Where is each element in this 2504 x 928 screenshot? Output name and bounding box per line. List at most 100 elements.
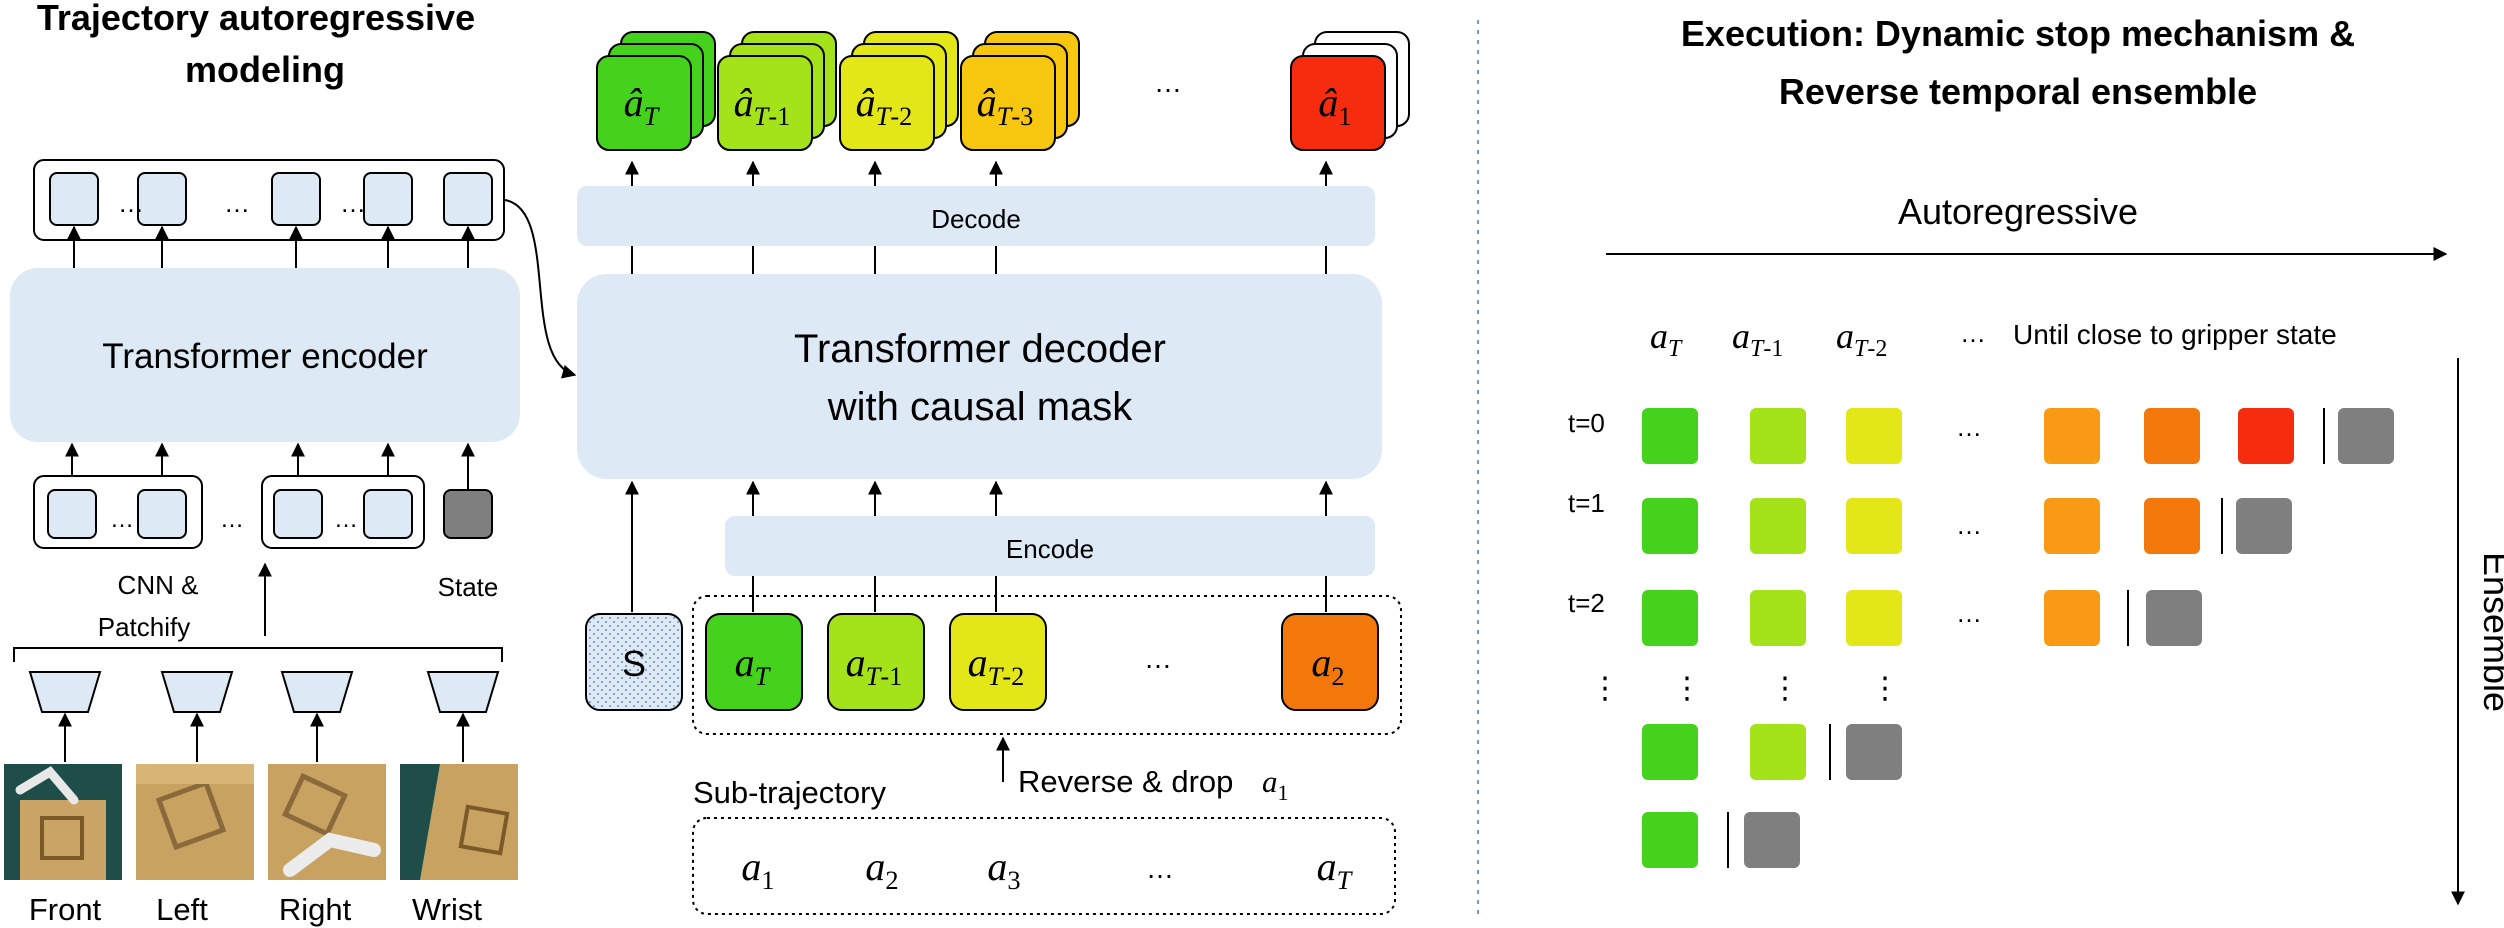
cnn-trapezoid [426, 671, 500, 713]
predicted-token [839, 55, 935, 151]
autoregressive-label: Autoregressive [1898, 191, 2138, 232]
input-token-label: a2 [1311, 640, 1344, 691]
predicted-token [960, 55, 1056, 151]
ensemble-cell [2044, 498, 2100, 554]
decode-label: Decode [931, 204, 1021, 234]
until-label: Until close to gripper state [2013, 319, 2337, 350]
sub-trajectory-token: aT [1317, 844, 1354, 895]
ellipsis: … [1146, 853, 1174, 884]
ensemble-cell [1642, 812, 1698, 868]
left-title-line2: modeling [185, 49, 345, 90]
header-token: aT-1 [1732, 316, 1783, 362]
ellipsis: … [1960, 318, 1986, 348]
ensemble-cell [1750, 724, 1806, 780]
predicted-token-label: âT-2 [856, 80, 913, 131]
sub-trajectory-box [692, 817, 1396, 915]
transformer-encoder [10, 268, 520, 442]
gripper-state-cell [1744, 812, 1800, 868]
input-token-label: aT-1 [846, 640, 903, 691]
output-token [137, 172, 187, 226]
camera-image-wrist [400, 764, 518, 880]
patch-token [273, 489, 323, 539]
encoder-label: Transformer encoder [102, 337, 428, 376]
ensemble-cell [2044, 590, 2100, 646]
start-token [585, 613, 683, 711]
ensemble-cell [2144, 408, 2200, 464]
gripper-state-cell [2236, 498, 2292, 554]
ensemble-cell [2144, 498, 2200, 554]
ellipsis: … [1956, 510, 1982, 540]
ellipsis: … [1154, 67, 1182, 98]
gripper-state-cell [2146, 590, 2202, 646]
ensemble-cell [1750, 590, 1806, 646]
decode-output-arrows [625, 160, 1333, 186]
cnn-label-line2: Patchify [98, 612, 191, 642]
ensemble-cell [1642, 408, 1698, 464]
vdots: ⋮ [1770, 672, 1800, 705]
decoder-label-line2: with causal mask [827, 385, 1134, 429]
right-title-line1: Execution: Dynamic stop mechanism & [1681, 13, 2355, 54]
input-to-encode-lines [752, 576, 1327, 612]
predicted-token [1290, 55, 1386, 151]
ellipsis: … [118, 188, 144, 218]
start-token-label: S [622, 643, 646, 684]
input-token [949, 613, 1047, 711]
ellipsis: … [1144, 643, 1172, 674]
ellipsis: … [334, 506, 358, 533]
input-token-label: aT [735, 640, 772, 691]
sub-trajectory-label: Sub-trajectory [693, 775, 886, 810]
predicted-token [596, 55, 692, 151]
output-token [363, 172, 413, 226]
encode-to-decoder-arrows [625, 480, 1333, 612]
row-label-t2: t=2 [1568, 588, 1605, 618]
patch-token [363, 489, 413, 539]
right-title-line2: Reverse temporal ensemble [1779, 71, 2257, 112]
left-panel: Trajectory autoregressive modeling … … …… [4, 0, 577, 927]
cnn-trapezoid [280, 671, 354, 713]
decode-head [577, 186, 1375, 246]
ensemble-cell [1846, 408, 1902, 464]
ellipsis: … [1956, 412, 1982, 442]
encode-head [725, 516, 1375, 576]
left-title-line1: Trajectory autoregressive [37, 0, 475, 38]
cnn-trapezoid [28, 671, 102, 713]
ensemble-cell [2044, 408, 2100, 464]
patch-token [47, 489, 97, 539]
ensemble-grid [1642, 408, 2394, 868]
ensemble-label: Ensemble [2476, 552, 2504, 712]
input-token [1281, 613, 1379, 711]
predicted-token-label: â1 [1318, 80, 1351, 131]
ensemble-cell [1642, 590, 1698, 646]
vdots: ⋮ [1870, 672, 1900, 705]
image-to-cnn-arrows [58, 712, 470, 762]
view-label-right: Right [279, 892, 352, 927]
header-token: aT [1650, 316, 1683, 362]
ensemble-cell [1750, 408, 1806, 464]
views-bracket [13, 647, 503, 662]
input-sequence-box [692, 595, 1402, 735]
reverse-drop-token: a1 [1262, 764, 1289, 805]
ellipsis: … [224, 188, 250, 218]
sub-trajectory-token: a2 [865, 844, 898, 895]
sub-trajectory-token: a3 [987, 844, 1020, 895]
ensemble-cell [1642, 724, 1698, 780]
view-label-front: Front [29, 892, 102, 927]
reverse-drop-label: Reverse & drop [1018, 764, 1233, 799]
state-token [443, 489, 493, 539]
state-label: State [438, 572, 499, 602]
camera-image-front [4, 764, 122, 880]
output-token [271, 172, 321, 226]
right-panel: Execution: Dynamic stop mechanism & Reve… [1568, 13, 2504, 906]
ensemble-cell [1750, 498, 1806, 554]
cnn-trapezoid [160, 671, 234, 713]
patch-token [137, 489, 187, 539]
camera-image-right [268, 764, 386, 880]
encoder-output-row [33, 159, 505, 241]
vdots: ⋮ [1590, 672, 1620, 705]
decoder-label-line1: Transformer decoder [794, 327, 1166, 371]
input-token-label: aT-2 [968, 640, 1025, 691]
view-label-left: Left [156, 892, 208, 927]
